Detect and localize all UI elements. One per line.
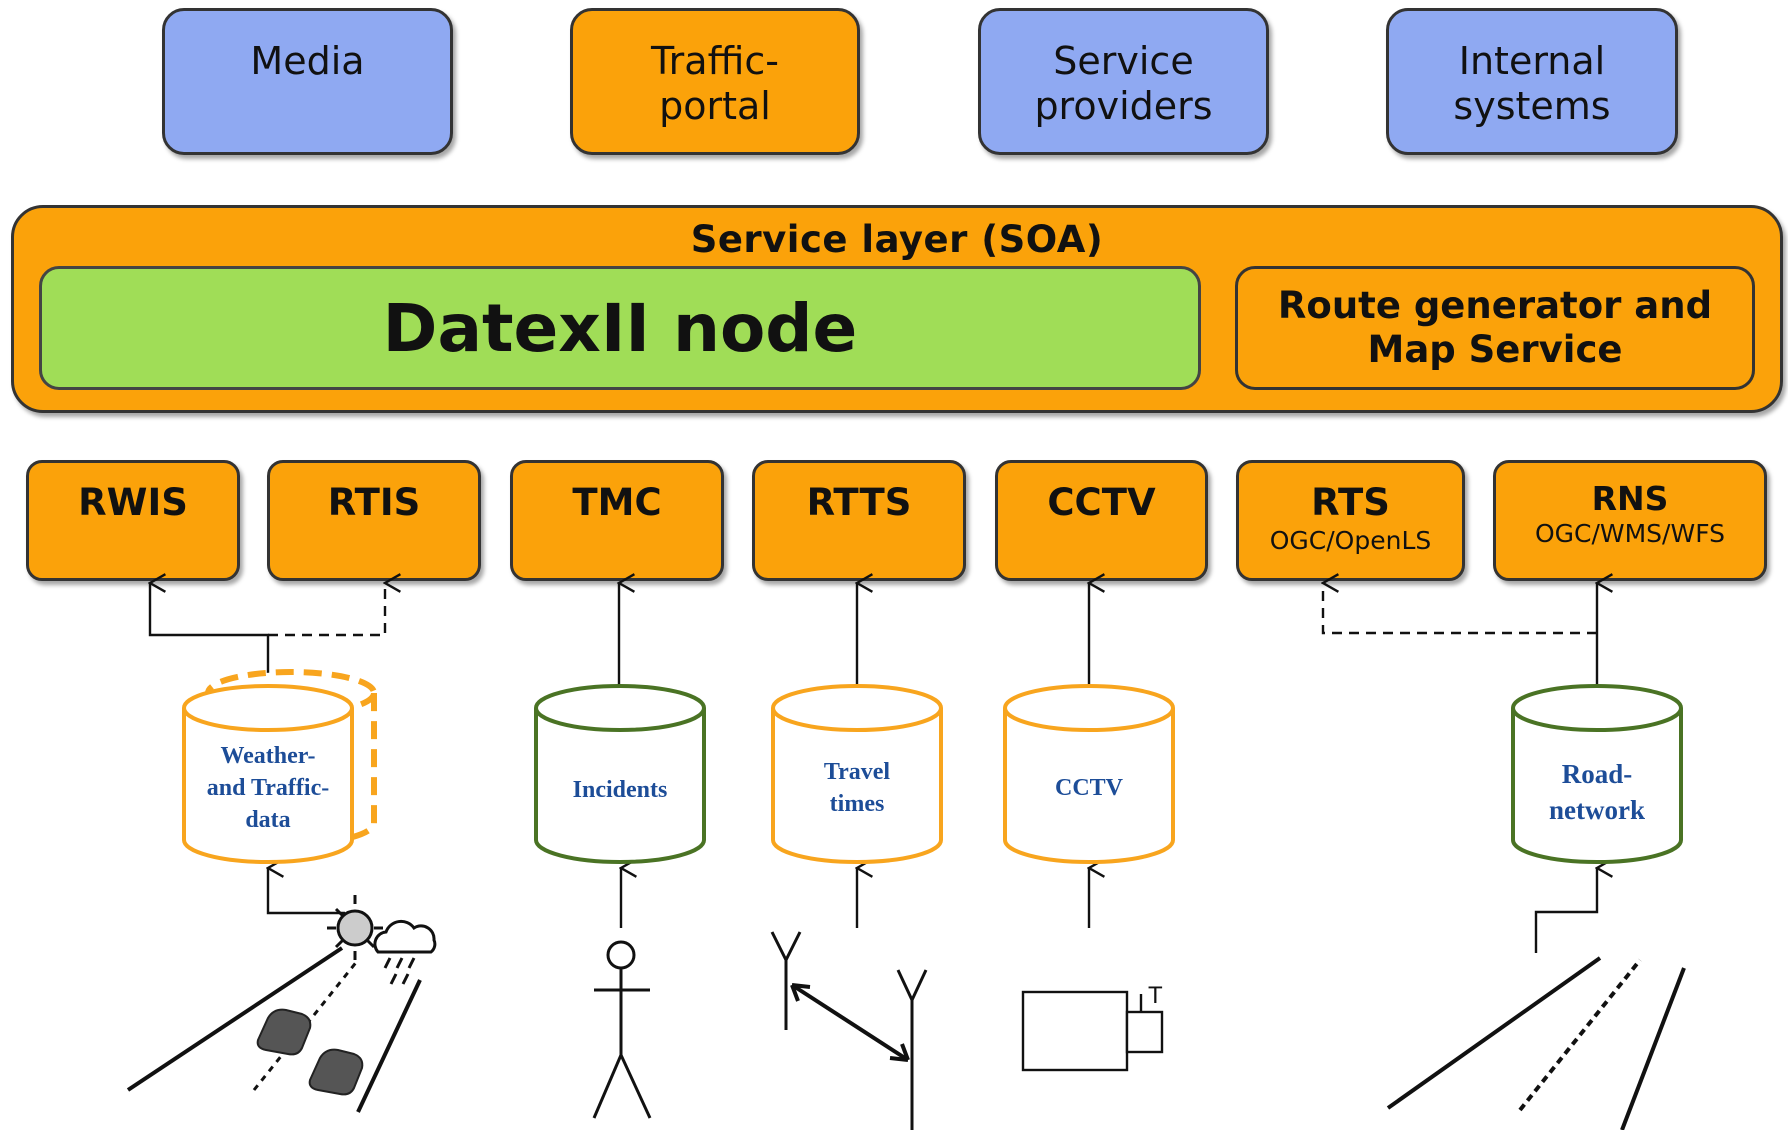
database-weather-traffic [182,669,377,864]
route-generator-line1: Route generator and [1277,284,1713,327]
person-icon [592,940,652,1119]
db-weather-line3: data [245,807,291,833]
system-rts-name: RTS [1311,481,1390,524]
client-internal-systems-line2: systems [1453,84,1611,128]
system-rtis-name: RTIS [327,481,421,524]
system-rns: RNS OGC/WMS/WFS [1493,460,1767,581]
system-rtts-name: RTTS [806,481,912,524]
datex-node-label: DatexII node [382,289,858,367]
system-rwis: RWIS [26,460,240,581]
client-internal-systems: Internal systems [1386,8,1678,155]
service-layer-title: Service layer (SOA) [690,218,1104,261]
database-road-network [1511,684,1683,864]
system-cctv-name: CCTV [1047,481,1156,524]
db-label-incidents: Incidents [536,740,704,840]
system-tmc: TMC [510,460,724,581]
datex-node: DatexII node [39,266,1201,390]
db-label-weather-traffic: Weather- and Traffic- data [184,738,352,838]
system-tmc-name: TMC [572,481,662,524]
connector-road-network [1323,583,1597,687]
system-rwis-name: RWIS [78,481,188,524]
antenna-pair-icon [770,931,928,1130]
route-generator-box: Route generator and Map Service [1235,266,1755,390]
db-travel-line2: times [829,791,885,817]
connector-weather [150,583,385,687]
db-label-travel-times: Travel times [773,738,941,838]
camera-icon [1021,990,1164,1072]
client-traffic-portal-line1: Traffic- [651,39,779,83]
client-traffic-portal-line2: portal [659,84,771,128]
system-rns-sub: OGC/WMS/WFS [1534,519,1726,548]
system-cctv: CCTV [995,460,1208,581]
weather-traffic-icon [126,895,437,1113]
route-generator-line2: Map Service [1367,328,1623,371]
database-cctv [1003,684,1175,864]
client-media: Media [162,8,453,155]
road-icon [1386,956,1686,1130]
db-incidents-line1: Incidents [572,777,668,803]
db-travel-line1: Travel [823,759,891,785]
client-internal-systems-line1: Internal [1458,39,1606,83]
source-arrows [268,868,1597,953]
db-weather-line2: and Traffic- [206,775,330,801]
database-travel-times [771,684,943,864]
system-rts-sub: OGC/OpenLS [1269,526,1432,555]
system-rtis: RTIS [267,460,481,581]
client-service-providers-line1: Service [1053,39,1194,83]
client-service-providers-line2: providers [1034,84,1213,128]
system-rts: RTS OGC/OpenLS [1236,460,1465,581]
system-rns-name: RNS [1591,479,1669,518]
db-label-cctv: CCTV [1005,738,1173,838]
client-traffic-portal: Traffic- portal [570,8,860,155]
db-label-road-network: Road- network [1513,742,1681,842]
client-media-label: Media [250,39,365,83]
camera-label: T [1148,982,1163,1009]
db-road-line1: Road- [1561,759,1633,789]
system-rtts: RTTS [752,460,966,581]
db-road-line2: network [1549,795,1645,825]
database-incidents [534,684,706,864]
client-service-providers: Service providers [978,8,1269,155]
db-weather-line1: Weather- [220,743,316,769]
db-cctv-line1: CCTV [1054,775,1123,801]
